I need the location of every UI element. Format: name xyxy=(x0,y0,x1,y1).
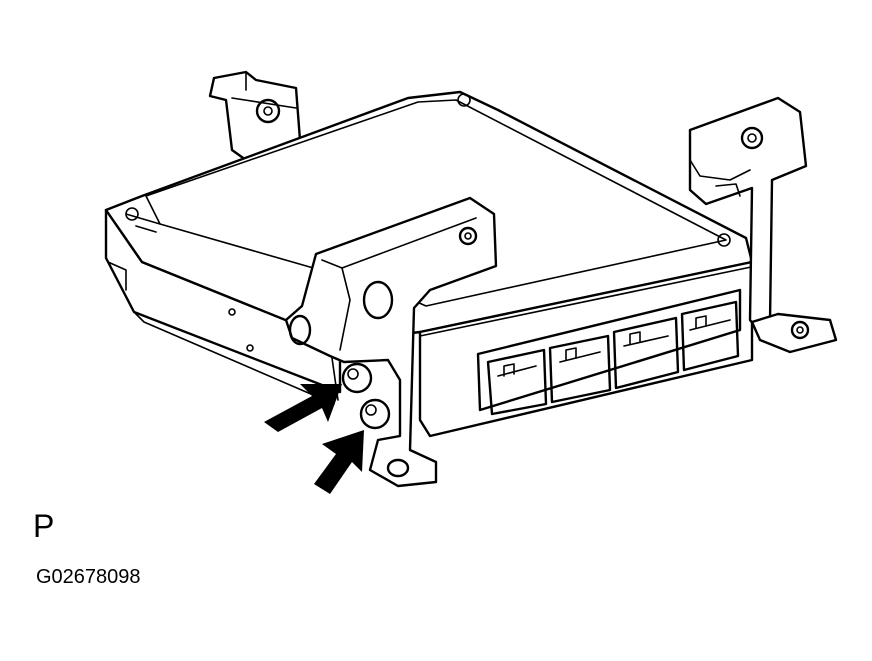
figure-letter: P xyxy=(33,508,55,544)
connector-block xyxy=(476,288,742,416)
front-left-bracket xyxy=(284,196,498,488)
arrow-lower xyxy=(314,430,364,494)
figure-code: G02678098 xyxy=(36,566,141,588)
arrow-upper xyxy=(264,384,342,432)
bolt-lower xyxy=(359,398,391,430)
right-bracket xyxy=(688,96,838,354)
bolt-upper xyxy=(341,362,373,394)
